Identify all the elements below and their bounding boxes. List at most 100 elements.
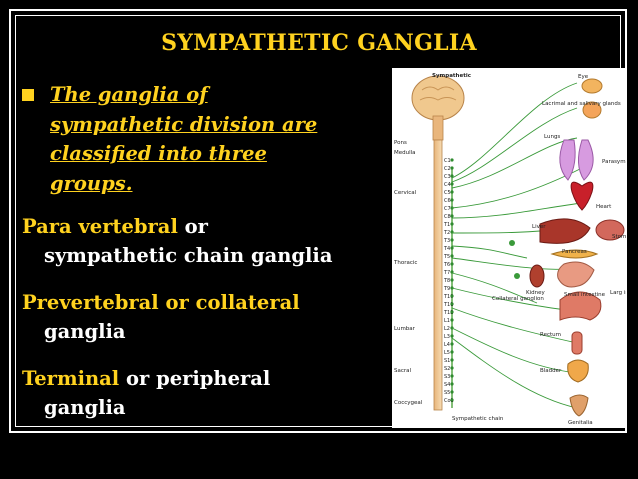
organ-label: Rectum [540,332,561,338]
organ-label: Heart [596,204,612,210]
organ-label: Parasymp gan [602,159,626,165]
chain-ganglion [450,310,454,314]
organ-label: Larg intes [610,290,626,296]
chain-ganglion [450,182,454,186]
chain-ganglion [450,374,454,378]
chain-ganglion [450,262,454,266]
chain-ganglion [450,214,454,218]
slide-title: SYMPATHETIC GANGLIA [161,30,477,56]
slide-outer-border [9,9,627,433]
chain-ganglia [450,158,454,402]
bullet-text: The ganglia of sympathetic division are … [50,80,317,198]
segment-label: T8 [443,278,450,284]
ganglia-type-line2: ganglia [44,320,126,343]
bladder-organ [567,359,589,383]
region-label: Cervical [394,190,417,196]
organ-label: Lacrimal and salivary glands [542,101,621,107]
brainstem-shape [432,115,444,141]
segment-label: C7 [444,206,451,212]
ganglia-type-line2: sympathetic chain ganglia [44,244,333,267]
region-label: Pons [394,140,407,146]
chain-ganglion [450,398,454,402]
ganglia-type-line2: ganglia [44,396,126,419]
chain-ganglion [450,302,454,306]
segment-label: L4 [444,342,450,348]
segment-label: T6 [443,262,450,268]
diagram-canvas: C1C2C3C4C5C6C7C8T1T2T3T4T5T6T7T8T9T10T11… [393,73,626,426]
segment-label: C5 [444,190,451,196]
segment-label: C3 [444,174,451,180]
segment-label: S2 [444,366,450,372]
chain-ganglion [450,358,454,362]
chain-ganglion [450,278,454,282]
segment-label: C1 [444,158,451,164]
square-bullet-icon [22,89,34,101]
stomach-organ [595,219,625,241]
chain-ganglion [450,174,454,178]
chain-ganglion [450,198,454,202]
chain-ganglion [450,222,454,226]
segment-label: T2 [443,230,450,236]
segment-label: C4 [444,182,451,188]
ganglia-type-prevertebral: Prevertebral or collateral ganglia [22,288,300,346]
spinal-cord-shape [433,139,443,411]
segment-label: L5 [444,350,450,356]
ganglia-type-name: Prevertebral or collateral [22,291,300,314]
ganglia-type-suffix: or [177,215,208,238]
gland-organ [582,101,602,119]
segment-label: T7 [443,270,450,276]
segment-label: T3 [443,238,450,244]
segment-label: T1 [443,222,450,228]
diagram-title: Sympathetic [432,73,471,79]
ganglia-type-terminal: Terminal or peripheral ganglia [22,364,270,422]
small-intestine-organ [557,261,595,288]
organ-label: Kidney [526,290,545,296]
segment-label: T4 [443,246,450,252]
segment-label: C2 [444,166,451,172]
segment-labels: C1C2C3C4C5C6C7C8T1T2T3T4T5T6T7T8T9T10T11… [443,158,454,404]
chain-ganglion [450,246,454,250]
kidney-organ [529,264,545,288]
organ-label: Lungs [544,134,560,140]
chain-ganglion [450,190,454,194]
chain-ganglion [450,238,454,242]
bullet-line: groups. [50,171,133,195]
genitalia-organ [569,394,589,417]
chain-ganglion [450,334,454,338]
organ-label: Pancreas [562,249,587,255]
organ-label: Stoma [612,234,626,240]
large-intestine-organ [559,291,602,321]
bullet-line: classified into three [50,142,267,165]
collateral-ganglion-dot [514,273,520,279]
segment-label: T9 [443,286,450,292]
chain-ganglion [450,166,454,170]
brain-shape [411,75,465,121]
organ-label: Genitalia [568,420,593,426]
eye-organ [581,78,603,94]
segment-label: T12 [443,310,453,316]
chain-ganglion [450,390,454,394]
brain-folds [419,86,457,101]
ganglia-type-name: Terminal [22,367,120,390]
ganglia-type-suffix: or peripheral [119,367,271,390]
sympathetic-chain-label: Sympathetic chain [452,416,504,422]
heart-organ [570,181,594,211]
organ-label: Liver [532,224,546,230]
liver-organ [539,218,591,244]
segment-label: C6 [444,198,451,204]
segment-label: Co1 [444,398,454,404]
chain-ganglion [450,366,454,370]
segment-label: S5 [444,390,450,396]
segment-label: T5 [443,254,450,260]
ganglia-type-paravertebral: Para vertebral or sympathetic chain gang… [22,212,332,270]
nerve-fibers [451,82,593,409]
chain-ganglion [450,254,454,258]
region-label: Lumbar [394,326,416,332]
bullet-line: sympathetic division are [50,112,318,136]
rectum-organ [571,331,583,355]
chain-ganglion [450,294,454,298]
segment-label: T11 [443,302,453,308]
segment-label: T10 [443,294,453,300]
chain-ganglion [450,158,454,162]
